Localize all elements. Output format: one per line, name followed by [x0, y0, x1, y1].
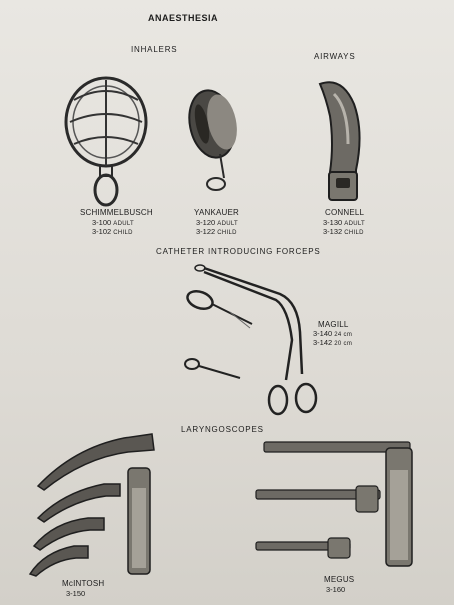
magill-forceps-illustration — [184, 264, 318, 416]
section-forceps: CATHETER INTRODUCING FORCEPS — [156, 247, 321, 256]
connell-airway-illustration — [318, 81, 361, 201]
section-airways: AIRWAYS — [314, 52, 356, 61]
mcintosh-name: McINTOSH — [62, 579, 105, 588]
schimmelbusch-name: SCHIMMELBUSCH — [80, 208, 153, 217]
megus-code: 3-160 — [326, 585, 346, 594]
connell-code-child: 3-132 CHILD — [323, 227, 364, 236]
page-title: ANAESTHESIA — [148, 13, 219, 23]
magill-name: MAGILL — [318, 320, 349, 329]
section-inhalers: INHALERS — [131, 45, 178, 54]
megus-laryngoscope-illustration — [255, 441, 413, 567]
schimmelbusch-code-child: 3-102 CHILD — [92, 227, 133, 236]
magill-code-24cm: 3-140 24 cm — [313, 329, 353, 338]
yankauer-code-adult: 3-120 ADULT — [196, 218, 239, 227]
schimmelbusch-mask-illustration — [64, 76, 148, 207]
yankauer-mask-illustration — [188, 89, 237, 191]
connell-name: CONNELL — [325, 208, 365, 217]
mcintosh-laryngoscope-illustration — [28, 433, 155, 577]
connell-code-adult: 3-130 ADULT — [323, 218, 366, 227]
yankauer-name: YANKAUER — [194, 208, 240, 217]
megus-name: MEGUS — [324, 575, 355, 584]
yankauer-code-child: 3-122 CHILD — [196, 227, 237, 236]
schimmelbusch-code-adult: 3-100 ADULT — [92, 218, 135, 227]
magill-code-20cm: 3-142 20 cm — [313, 338, 353, 347]
mcintosh-code: 3-150 — [66, 589, 86, 598]
section-laryngoscopes: LARYNGOSCOPES — [181, 425, 264, 434]
